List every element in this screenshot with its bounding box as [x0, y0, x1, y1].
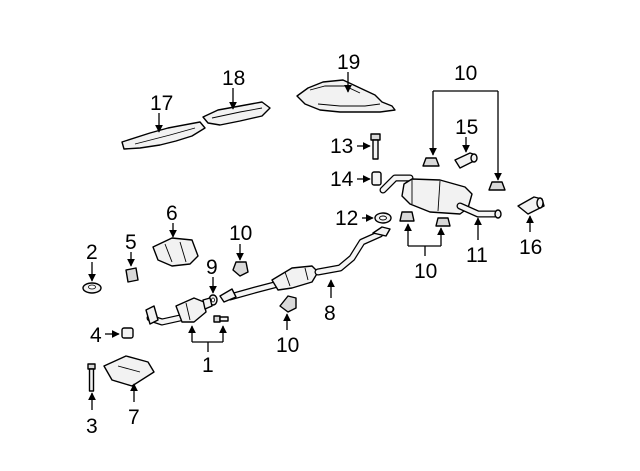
callout-10-center: 10 [276, 334, 299, 357]
callout-14: 14 [330, 168, 354, 191]
intermediate-pipe [219, 226, 391, 303]
callout-6: 6 [166, 202, 178, 225]
exhaust-tip-15 [454, 152, 478, 169]
callout-2: 2 [86, 241, 98, 264]
heat-shield-front [121, 121, 206, 150]
rear-muffler [379, 174, 502, 219]
bolt-1 [213, 315, 229, 323]
bolt-3 [87, 363, 96, 392]
heat-shield-center [202, 101, 271, 126]
hanger-10-center [279, 295, 297, 313]
callout-17: 17 [150, 92, 173, 115]
hanger-10-muffler-left [422, 157, 440, 167]
exhaust-tip-16 [517, 196, 545, 215]
callout-16: 16 [519, 236, 542, 259]
callout-1: 1 [202, 354, 214, 377]
spacer-14 [371, 171, 382, 186]
callout-9: 9 [206, 256, 218, 279]
front-pipe-catalytic-converter [145, 297, 213, 326]
callout-5: 5 [125, 231, 137, 254]
callout-10-left: 10 [229, 222, 252, 245]
callout-3: 3 [86, 415, 98, 438]
insulator-5 [125, 267, 139, 283]
callout-7: 7 [128, 406, 140, 429]
callout-15: 15 [455, 116, 478, 139]
stud-4 [121, 327, 134, 339]
hanger-10-muffler-right [488, 181, 506, 191]
heat-shield-6 [152, 237, 199, 267]
callout-10-right: 10 [414, 260, 437, 283]
heat-shield-rear [296, 79, 396, 113]
callout-13: 13 [330, 135, 353, 158]
hanger-10-muffler-lower-left [399, 211, 415, 222]
bolt-13 [370, 133, 381, 160]
hanger-10-left [232, 261, 249, 277]
callout-12: 12 [335, 207, 358, 230]
hanger-10-muffler-lower-right [435, 217, 451, 227]
callout-19: 19 [337, 51, 360, 74]
gasket-12 [374, 212, 392, 224]
callout-18: 18 [222, 67, 245, 90]
callout-8: 8 [324, 302, 336, 325]
nut-2 [82, 282, 102, 294]
callout-leaders [88, 72, 534, 410]
callout-10-top: 10 [454, 62, 477, 85]
heat-shield-7 [103, 355, 155, 387]
callout-11: 11 [466, 244, 488, 267]
callout-4: 4 [90, 324, 102, 347]
